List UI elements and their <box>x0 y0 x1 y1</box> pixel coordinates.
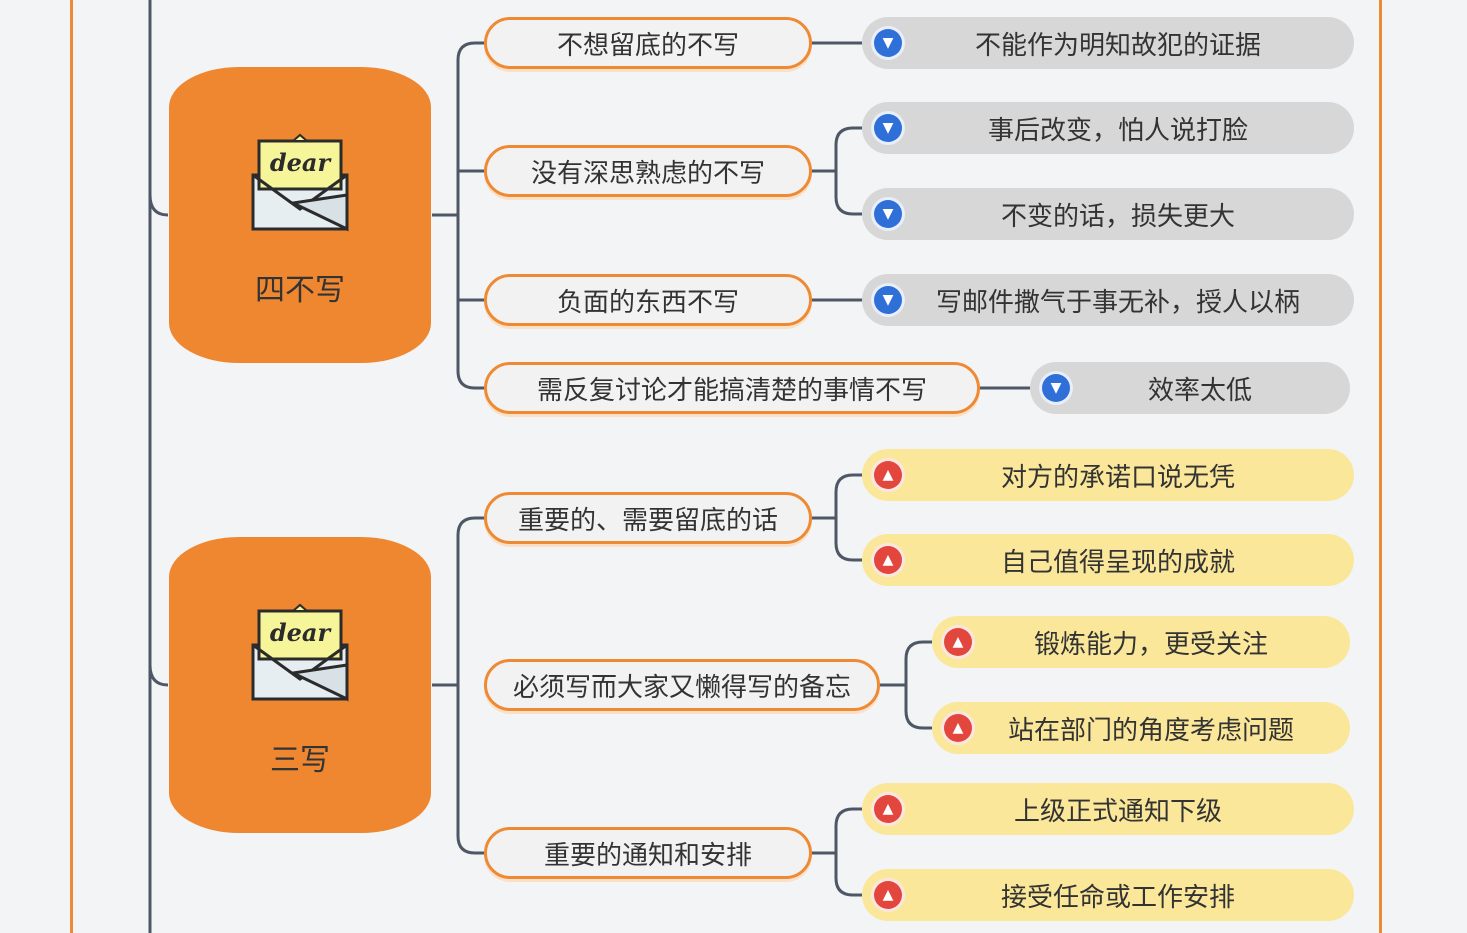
subtopic[interactable]: 不想留底的不写 <box>484 17 812 69</box>
envelope-text: dear <box>270 148 333 177</box>
subtopic[interactable]: 重要的、需要留底的话 <box>484 492 812 544</box>
reason-text: 写邮件撒气于事无补，授人以柄 <box>935 287 1300 318</box>
reason-text: 效率太低 <box>1147 375 1252 406</box>
thumbs-down-icon: ▼ <box>1042 374 1070 402</box>
reason-text: 锻炼能力，更受关注 <box>1033 629 1268 660</box>
thumbs-up-icon: ▲ <box>874 461 902 489</box>
reason-leaf[interactable]: ▲ 锻炼能力，更受关注 <box>932 616 1350 668</box>
thumbs-up-icon: ▲ <box>874 795 902 823</box>
thumbs-up-icon: ▲ <box>874 546 902 574</box>
reason-leaf[interactable]: ▼ 写邮件撒气于事无补，授人以柄 <box>862 274 1354 326</box>
reason-leaf[interactable]: ▲ 站在部门的角度考虑问题 <box>932 702 1350 754</box>
frame-left-border <box>70 0 73 933</box>
thumbs-up-icon: ▲ <box>944 628 972 656</box>
reason-leaf[interactable]: ▼ 效率太低 <box>1030 362 1350 414</box>
thumbs-down-icon: ▼ <box>874 286 902 314</box>
reason-leaf[interactable]: ▼ 事后改变，怕人说打脸 <box>862 102 1354 154</box>
subtopic[interactable]: 重要的通知和安排 <box>484 827 812 879</box>
reason-text: 不能作为明知故犯的证据 <box>974 30 1261 61</box>
central-topic-label: 三写 <box>270 743 330 778</box>
frame-right-border <box>1379 0 1382 933</box>
envelope-letter-icon: dear <box>249 603 351 707</box>
reason-text: 事后改变，怕人说打脸 <box>987 115 1248 146</box>
subtopic[interactable]: 没有深思熟虑的不写 <box>484 145 812 197</box>
thumbs-up-icon: ▲ <box>874 881 902 909</box>
envelope-text: dear <box>270 618 333 647</box>
subtopic[interactable]: 负面的东西不写 <box>484 274 812 326</box>
reason-leaf[interactable]: ▼ 不能作为明知故犯的证据 <box>862 17 1354 69</box>
central-topic-three-write[interactable]: dear 三写 <box>169 537 431 833</box>
thumbs-down-icon: ▼ <box>874 200 902 228</box>
central-topic-label: 四不写 <box>255 273 345 308</box>
envelope-letter-icon: dear <box>249 133 351 237</box>
reason-leaf[interactable]: ▲ 对方的承诺口说无凭 <box>862 449 1354 501</box>
reason-text: 站在部门的角度考虑问题 <box>1007 715 1294 746</box>
thumbs-down-icon: ▼ <box>874 114 902 142</box>
thumbs-up-icon: ▲ <box>944 714 972 742</box>
reason-text: 上级正式通知下级 <box>1013 796 1222 827</box>
reason-leaf[interactable]: ▲ 上级正式通知下级 <box>862 783 1354 835</box>
reason-text: 不变的话，损失更大 <box>1000 201 1235 232</box>
reason-text: 对方的承诺口说无凭 <box>1000 462 1235 493</box>
central-topic-four-dont-write[interactable]: dear 四不写 <box>169 67 431 363</box>
reason-leaf[interactable]: ▲ 自己值得呈现的成就 <box>862 534 1354 586</box>
reason-text: 自己值得呈现的成就 <box>1000 547 1235 578</box>
reason-text: 接受任命或工作安排 <box>1000 882 1235 913</box>
reason-leaf[interactable]: ▼ 不变的话，损失更大 <box>862 188 1354 240</box>
subtopic[interactable]: 必须写而大家又懒得写的备忘 <box>484 659 880 711</box>
subtopic[interactable]: 需反复讨论才能搞清楚的事情不写 <box>484 362 980 414</box>
thumbs-down-icon: ▼ <box>874 29 902 57</box>
reason-leaf[interactable]: ▲ 接受任命或工作安排 <box>862 869 1354 921</box>
